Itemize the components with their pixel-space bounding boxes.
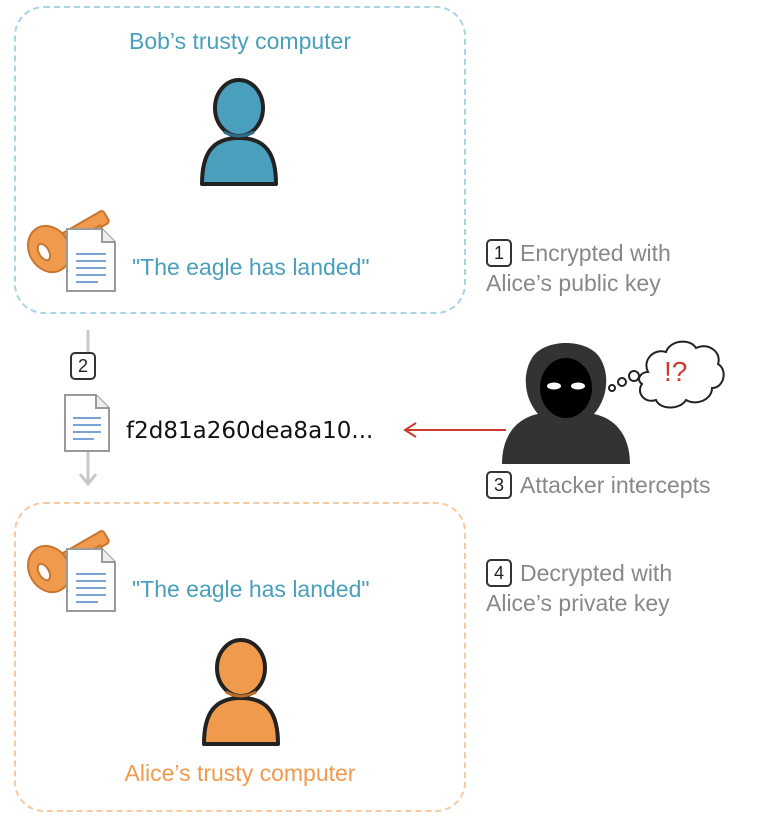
alice-plaintext-message: "The eagle has landed" [132,576,370,602]
step-4-line2: Alice’s private key [486,590,670,616]
ciphertext: f2d81a260dea8a10... [126,418,374,444]
bob-document-icon [66,228,116,292]
alice-document-icon [66,548,116,612]
step-2-label: 2 [70,352,104,380]
attacker-thought: !? [664,356,688,387]
arrow-down-icon [78,330,98,487]
alice-person-icon [202,638,280,746]
step-1-line1: Encrypted with [520,240,671,266]
hooded-attacker-icon [502,343,630,464]
step-2-badge: 2 [70,352,96,380]
step-3-badge: 3 [486,471,512,499]
step-4-label: 4 Decrypted with Alice’s private key [486,558,672,618]
bob-computer-box [14,6,466,314]
arrow-left-icon [403,422,506,438]
bob-box-title: Bob’s trusty computer [128,28,351,54]
alice-computer-box [14,502,466,812]
step-3-label: 3 Attacker intercepts [486,470,710,500]
step-4-badge: 4 [486,559,512,587]
step-3-line1: Attacker intercepts [520,472,711,498]
thought-bubble-icon [608,340,725,409]
step-1-label: 1 Encrypted with Alice’s public key [486,238,671,298]
step-1-line2: Alice’s public key [486,270,661,296]
step-4-line1: Decrypted with [520,560,673,586]
alice-box-title: Alice’s trusty computer [124,760,356,786]
bob-plaintext-message: "The eagle has landed" [132,254,370,280]
cipher-document-icon [64,394,110,452]
bob-person-icon [200,78,278,186]
step-1-badge: 1 [486,239,512,267]
